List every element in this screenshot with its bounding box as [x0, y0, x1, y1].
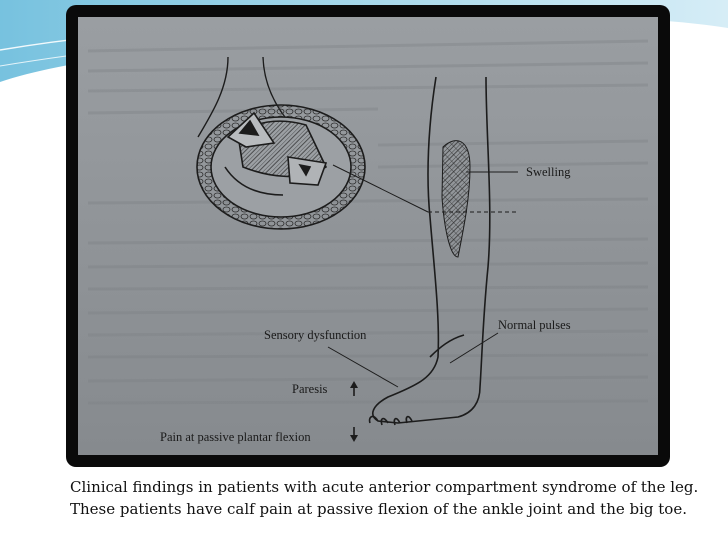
arrow-up-icon	[350, 381, 358, 396]
section-pointer	[332, 164, 429, 213]
bleed-through-text	[87, 39, 649, 405]
leg-drawing	[368, 76, 491, 426]
label-normal-pulses: Normal pulses	[498, 318, 571, 332]
figure-frame: Swelling Sensory dysfunction Normal puls…	[66, 5, 670, 467]
sensory-pointer	[327, 346, 399, 388]
leg-cross-section	[196, 56, 366, 230]
figure-caption: Clinical findings in patients with acute…	[70, 478, 699, 518]
arrow-down-icon	[350, 427, 358, 442]
label-sensory-dysfunction: Sensory dysfunction	[264, 328, 367, 342]
label-paresis: Paresis	[292, 382, 328, 396]
label-swelling: Swelling	[526, 165, 571, 179]
figure-image: Swelling Sensory dysfunction Normal puls…	[78, 17, 658, 455]
pulses-pointer	[449, 332, 499, 364]
label-pain-plantar-flexion: Pain at passive plantar flexion	[160, 430, 311, 444]
